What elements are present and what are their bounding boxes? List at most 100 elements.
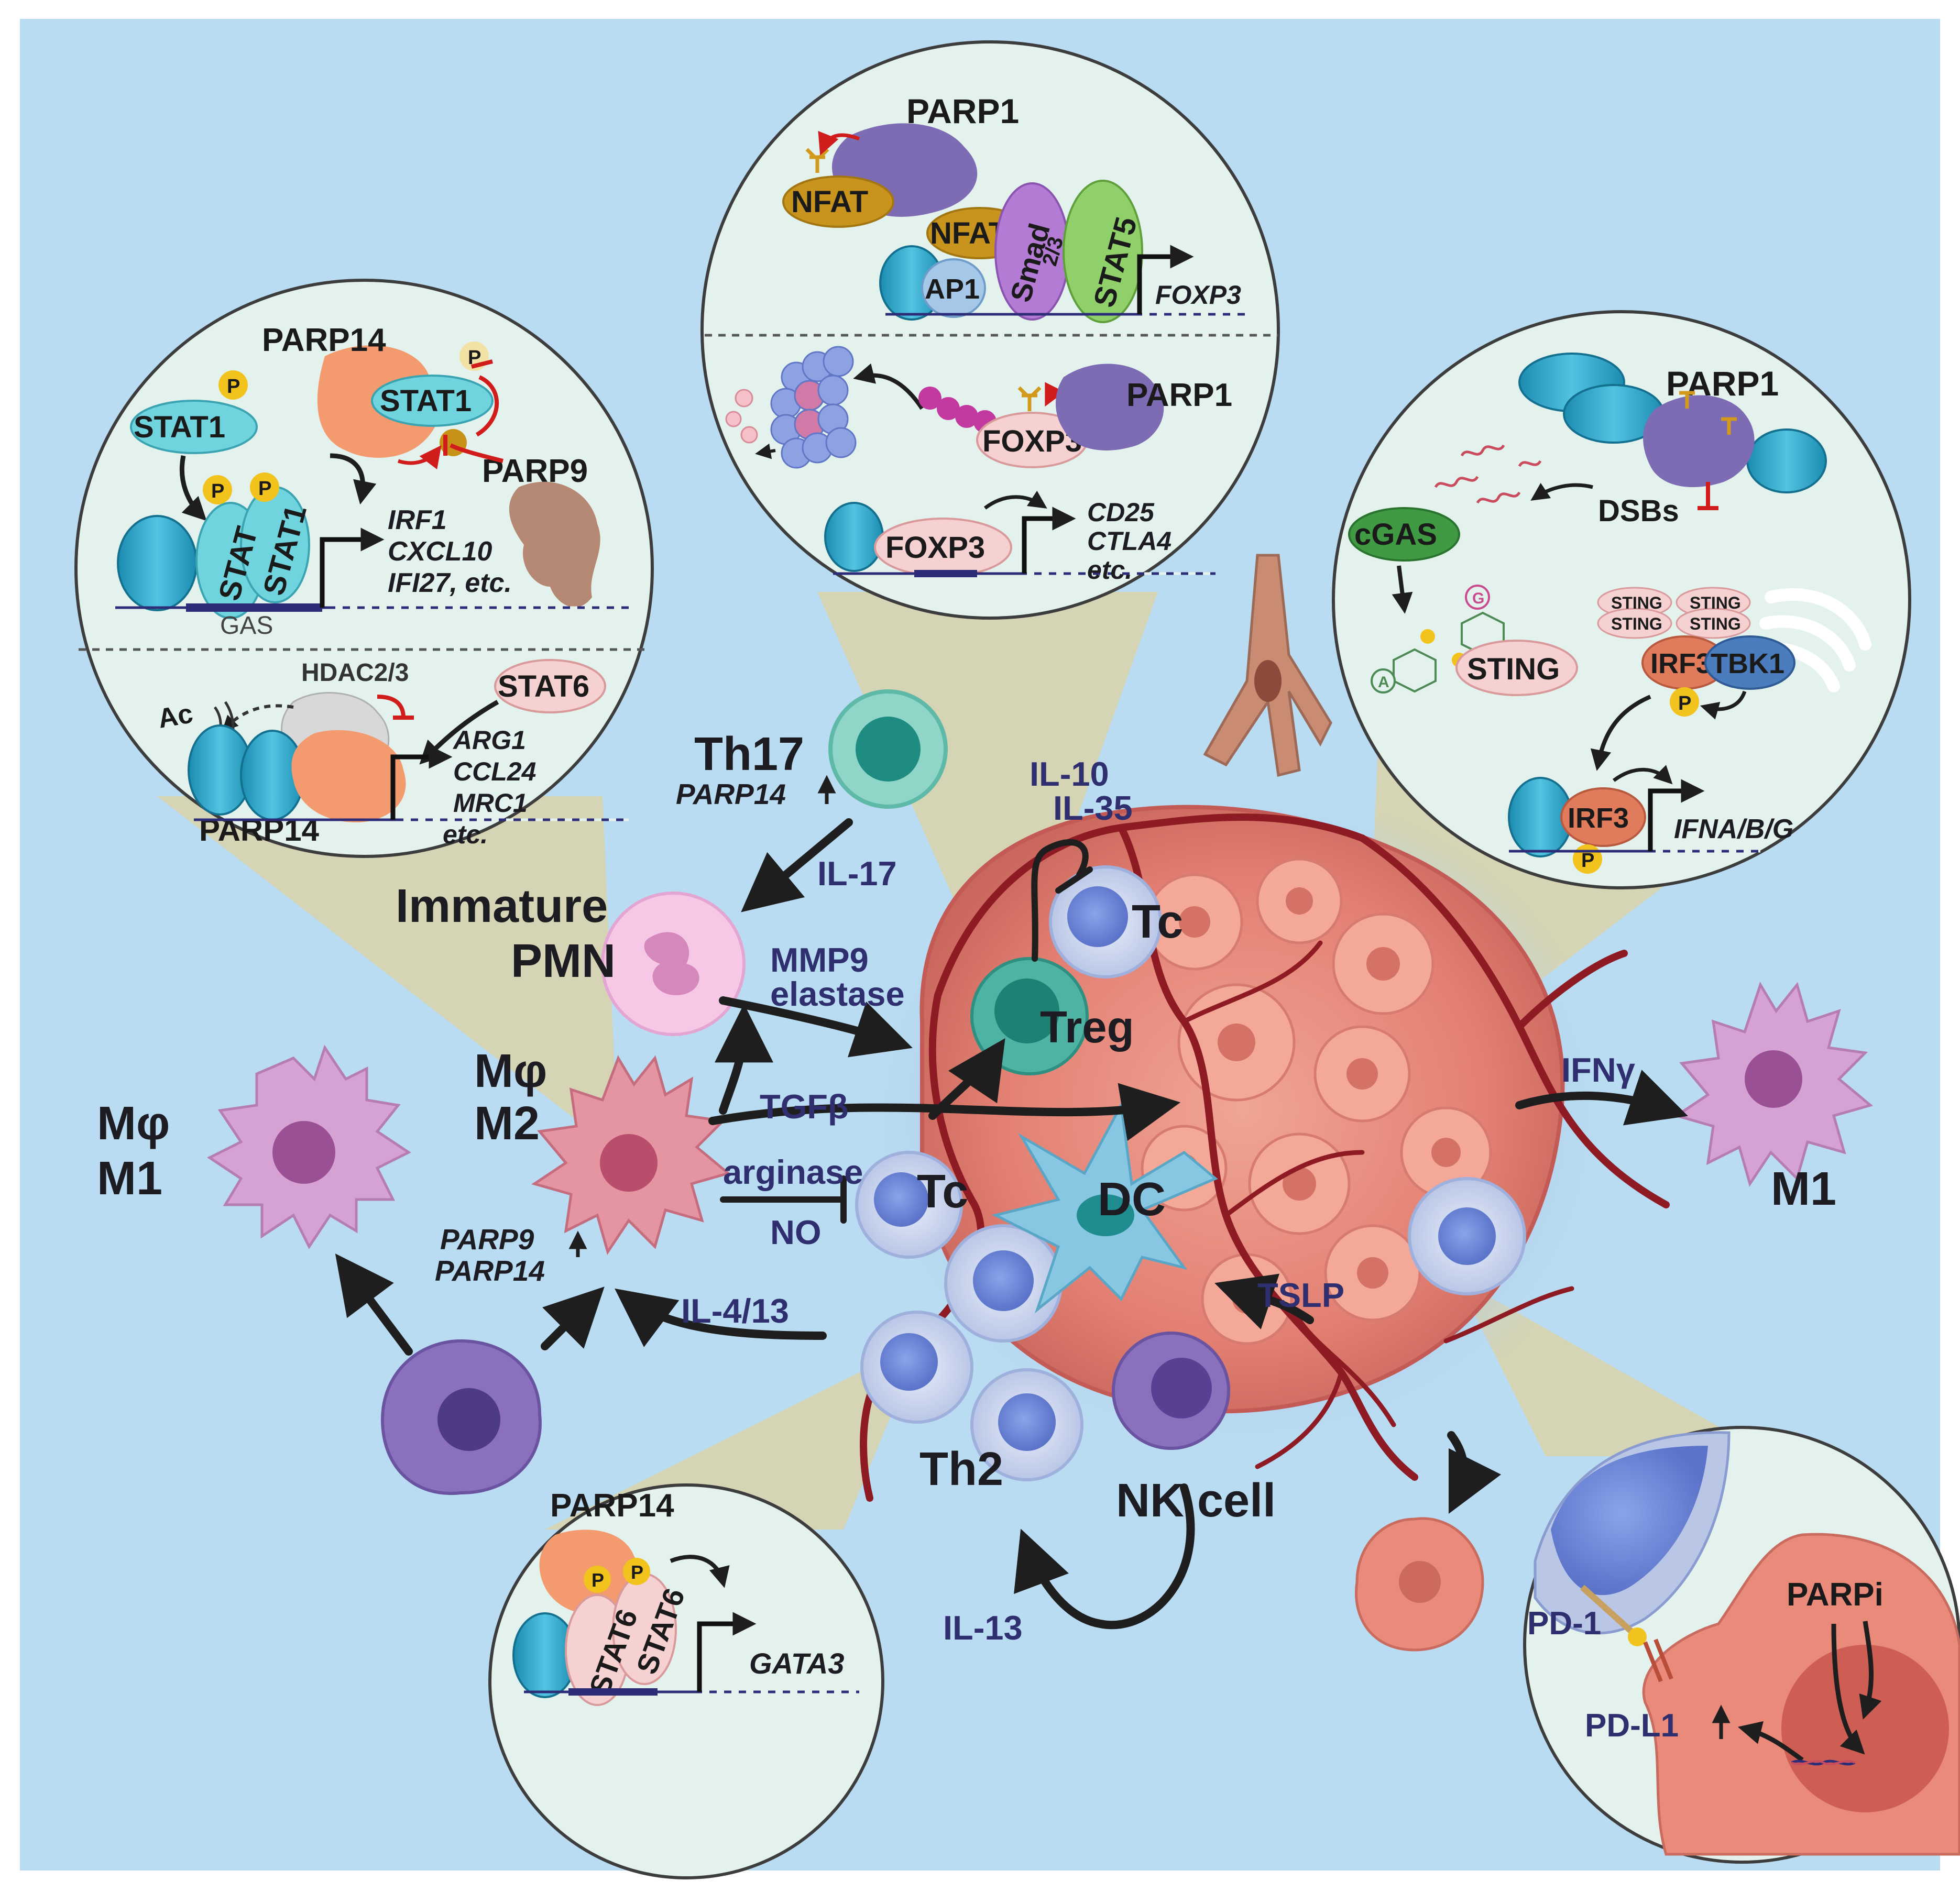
pdl1-ligand-b [1654,1638,1673,1680]
macrophage-m2-nucleus [600,1134,658,1192]
tc-cell-mid-nucleus [874,1172,928,1227]
p-dimer-b [250,472,279,502]
panel-foxp3: PARP1 NFAT AP1 NFAT Smad 2/3 STAT5 FOXP3 [700,40,1280,620]
pd1-receptor [1580,1585,1637,1637]
p-stat1-left-label: P [227,376,240,398]
tc-top-label: Tc [1132,896,1183,948]
th2-label: Th2 [919,1443,1003,1495]
th17-nucleus [856,717,921,782]
dashed-arrow-ac [222,704,294,732]
parp14-bottom-label: PARP14 [199,812,320,848]
treg-label: Treg [1040,1003,1134,1052]
stat-target-gene-2: CXCL10 [388,536,492,567]
nucleosome-sting-3 [1746,428,1827,493]
arrow-tumor-to-m1 [1515,1070,1688,1126]
stat-bottom-gene-2: CCL24 [453,757,536,786]
inhibit-hdac [377,695,406,718]
p-dimer-a [203,475,232,504]
inhibit-lines [720,839,1093,1224]
stat1-left-label: STAT1 [134,410,225,444]
stat-target-gene-1: IRF1 [388,505,447,535]
tumor-nuclei [1170,887,1461,1314]
lymphocyte-2-nucleus [880,1333,938,1391]
inhibit-parp14-stat1 [475,375,499,437]
arrow-degradation [755,443,776,459]
gata3-gene-label: GATA3 [749,1647,844,1680]
cgamp-nt-g [1465,585,1490,610]
treg-cell-nucleus [994,978,1059,1043]
pdl1-label: PD-L1 [1585,1708,1679,1744]
arrow-curve-sting [1612,765,1673,785]
sting-small-4: STING [1690,614,1741,633]
p-gata3-b-label: P [631,1561,643,1583]
inhibit-parp1-sting [1698,482,1718,510]
m1-right-label: M1 [1771,1163,1836,1215]
nucleosome-stat [117,515,198,611]
sting-target-gene: IFNA/B/G [1674,814,1793,844]
p-gata3-a [584,1566,611,1593]
panel-stat: PARP14 STAT1 P STAT1 P PARP9 STAT STAT1 … [74,279,654,858]
lymphocyte-right-nucleus [1438,1207,1496,1265]
arrow-stat1-curve [330,453,377,505]
stat6-label: STAT6 [498,669,589,703]
il10-label: IL-10 [1030,755,1109,793]
sting-small-1: STING [1611,593,1662,612]
dc-label: DC [1098,1173,1166,1226]
m1-left-label: M1 [97,1152,162,1205]
cgas-oval [1348,507,1460,562]
main-arrows [335,818,1688,1629]
arrow-monocyte-to-m2 [541,1286,605,1350]
m2-symbol-label: Mφ [474,1045,547,1097]
cgas-label: cGAS [1354,518,1437,552]
stat1-left [130,400,258,454]
foxp3-binding-site [914,570,977,577]
inhibit-treg-to-tc [1031,839,1089,962]
panel-foxp3-parp1-top-label: PARP1 [906,92,1019,130]
peptide-fragments [725,389,758,444]
stat5-oval [1063,180,1143,323]
stat1-right [371,375,494,427]
parp14-blob-bottom [291,730,406,822]
panel-stat-parp14-label: PARP14 [262,322,386,358]
tss-arrow-stat [320,527,385,608]
monocyte-nucleus [437,1388,500,1451]
dna-fragments [1434,444,1542,504]
panel-gata3: PARP14 STAT6 STAT6 P P GATA3 [488,1483,884,1879]
nfat-left-label: NFAT [791,185,868,219]
stat-bottom-gene-4: etc. [443,820,488,849]
arrow-monocyte-to-m1 [335,1253,413,1356]
tss-arrow-sting [1648,779,1705,851]
callout-cone-gata3 [545,1341,922,1530]
irf3-bottom-label: IRF3 [1568,802,1629,834]
m2-parp9-label: PARP9 [440,1223,534,1256]
arrow-curve-gata3 [670,1555,730,1588]
tss-arrow-foxp3 [1137,245,1194,314]
il4-13-label: IL-4/13 [681,1292,789,1330]
p-dimer-a-label: P [211,480,224,502]
adp-ribose-nfat [805,148,829,173]
gata3-binding-site [568,1688,658,1696]
irf3-label: IRF3 [1650,648,1712,679]
nucleosome-foxp3-b [824,502,884,572]
sting-label: STING [1467,652,1560,686]
mmp9-label: MMP9 [770,941,869,979]
tc-cell-top-nucleus [1067,886,1128,947]
foxp3-target-1: CD25 [1087,498,1155,527]
parp1-blob-sting [1643,395,1755,487]
stat-bottom-gene-1: ARG1 [452,725,526,755]
arrow-m2-to-pmn [714,1004,773,1115]
immature-pmn-label-2: PMN [511,935,616,987]
tumor-cell-released-nucleus [1399,1561,1441,1603]
foxp3-target-3: etc. [1087,555,1132,585]
pdl1-ligand-a [1643,1641,1663,1682]
immature-pmn-nucleus [644,932,699,995]
p-irf3-label: P [1678,692,1691,714]
hdac-label: HDAC2/3 [301,659,409,687]
panel-pd1: PD-1 PD-L1 PARPi [1523,1426,1960,1864]
arrow-tbk1-to-p [1700,690,1747,720]
th2-cell-nucleus [998,1393,1056,1451]
ac-label: Ac [156,698,195,734]
foxp3-target-2: CTLA4 [1087,526,1171,556]
